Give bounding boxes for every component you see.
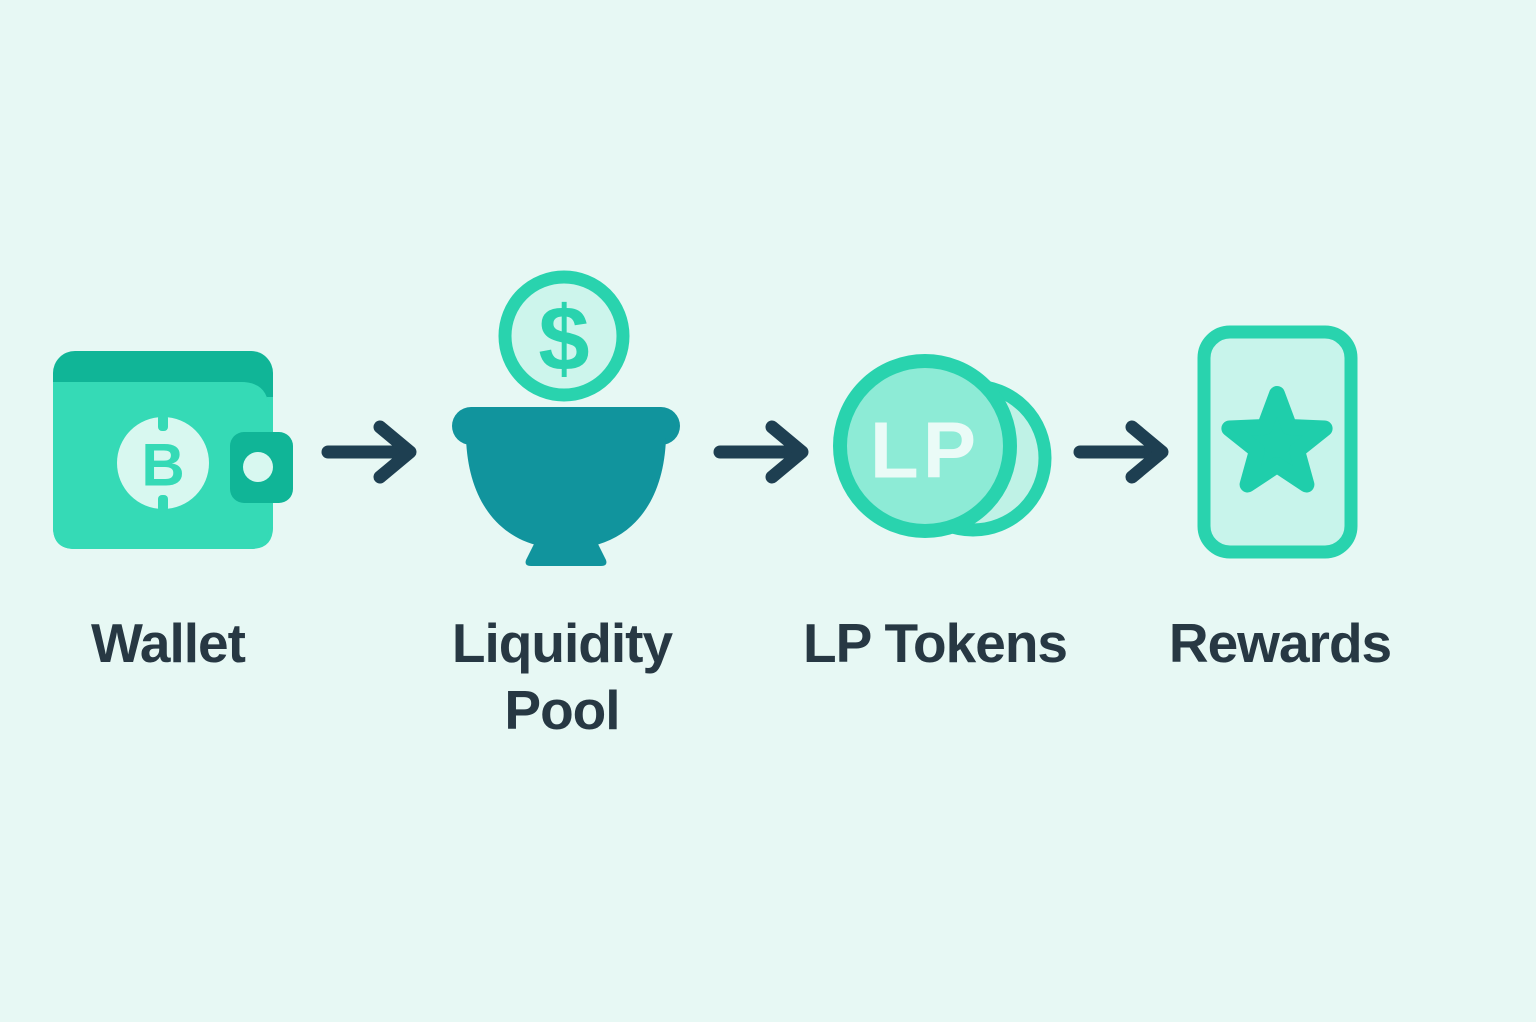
wallet-clasp-hole [243,452,273,482]
bowl-body [466,438,666,546]
front-coin [833,354,1017,538]
bowl-rim [452,407,680,445]
bitcoin-bottom-bar [158,495,168,512]
arrow-right-icon [321,420,417,484]
bitcoin-badge-circle [117,417,209,509]
bowl-foot [525,544,607,566]
lp-coin-text: LP [870,406,980,495]
step-label-line-2: Pool [504,679,620,741]
step-label-liquidity-pool: Liquidity Pool [402,610,722,744]
coin-bowl-icon: $ [452,270,680,566]
star-icon [1221,386,1333,493]
bitcoin-top-bar [158,414,168,431]
arrow-head [1125,420,1169,484]
arrow-right-icon [1073,420,1169,484]
arrow-head [765,420,809,484]
reward-card-star-icon [1197,325,1358,559]
lp-coin-stack-icon: LP [833,354,1052,538]
bitcoin-symbol: B [141,432,184,499]
arrow-head [373,420,417,484]
bitcoin-wallet-icon: B [53,351,293,549]
arrow-right-icon [713,420,809,484]
step-label-lp-tokens: LP Tokens [802,612,1068,674]
step-label-wallet: Wallet [91,612,246,674]
step-label-line-1: Liquidity [451,612,673,674]
dollar-coin [498,270,630,402]
dollar-symbol: $ [538,288,589,390]
step-label-rewards: Rewards [1168,612,1392,674]
